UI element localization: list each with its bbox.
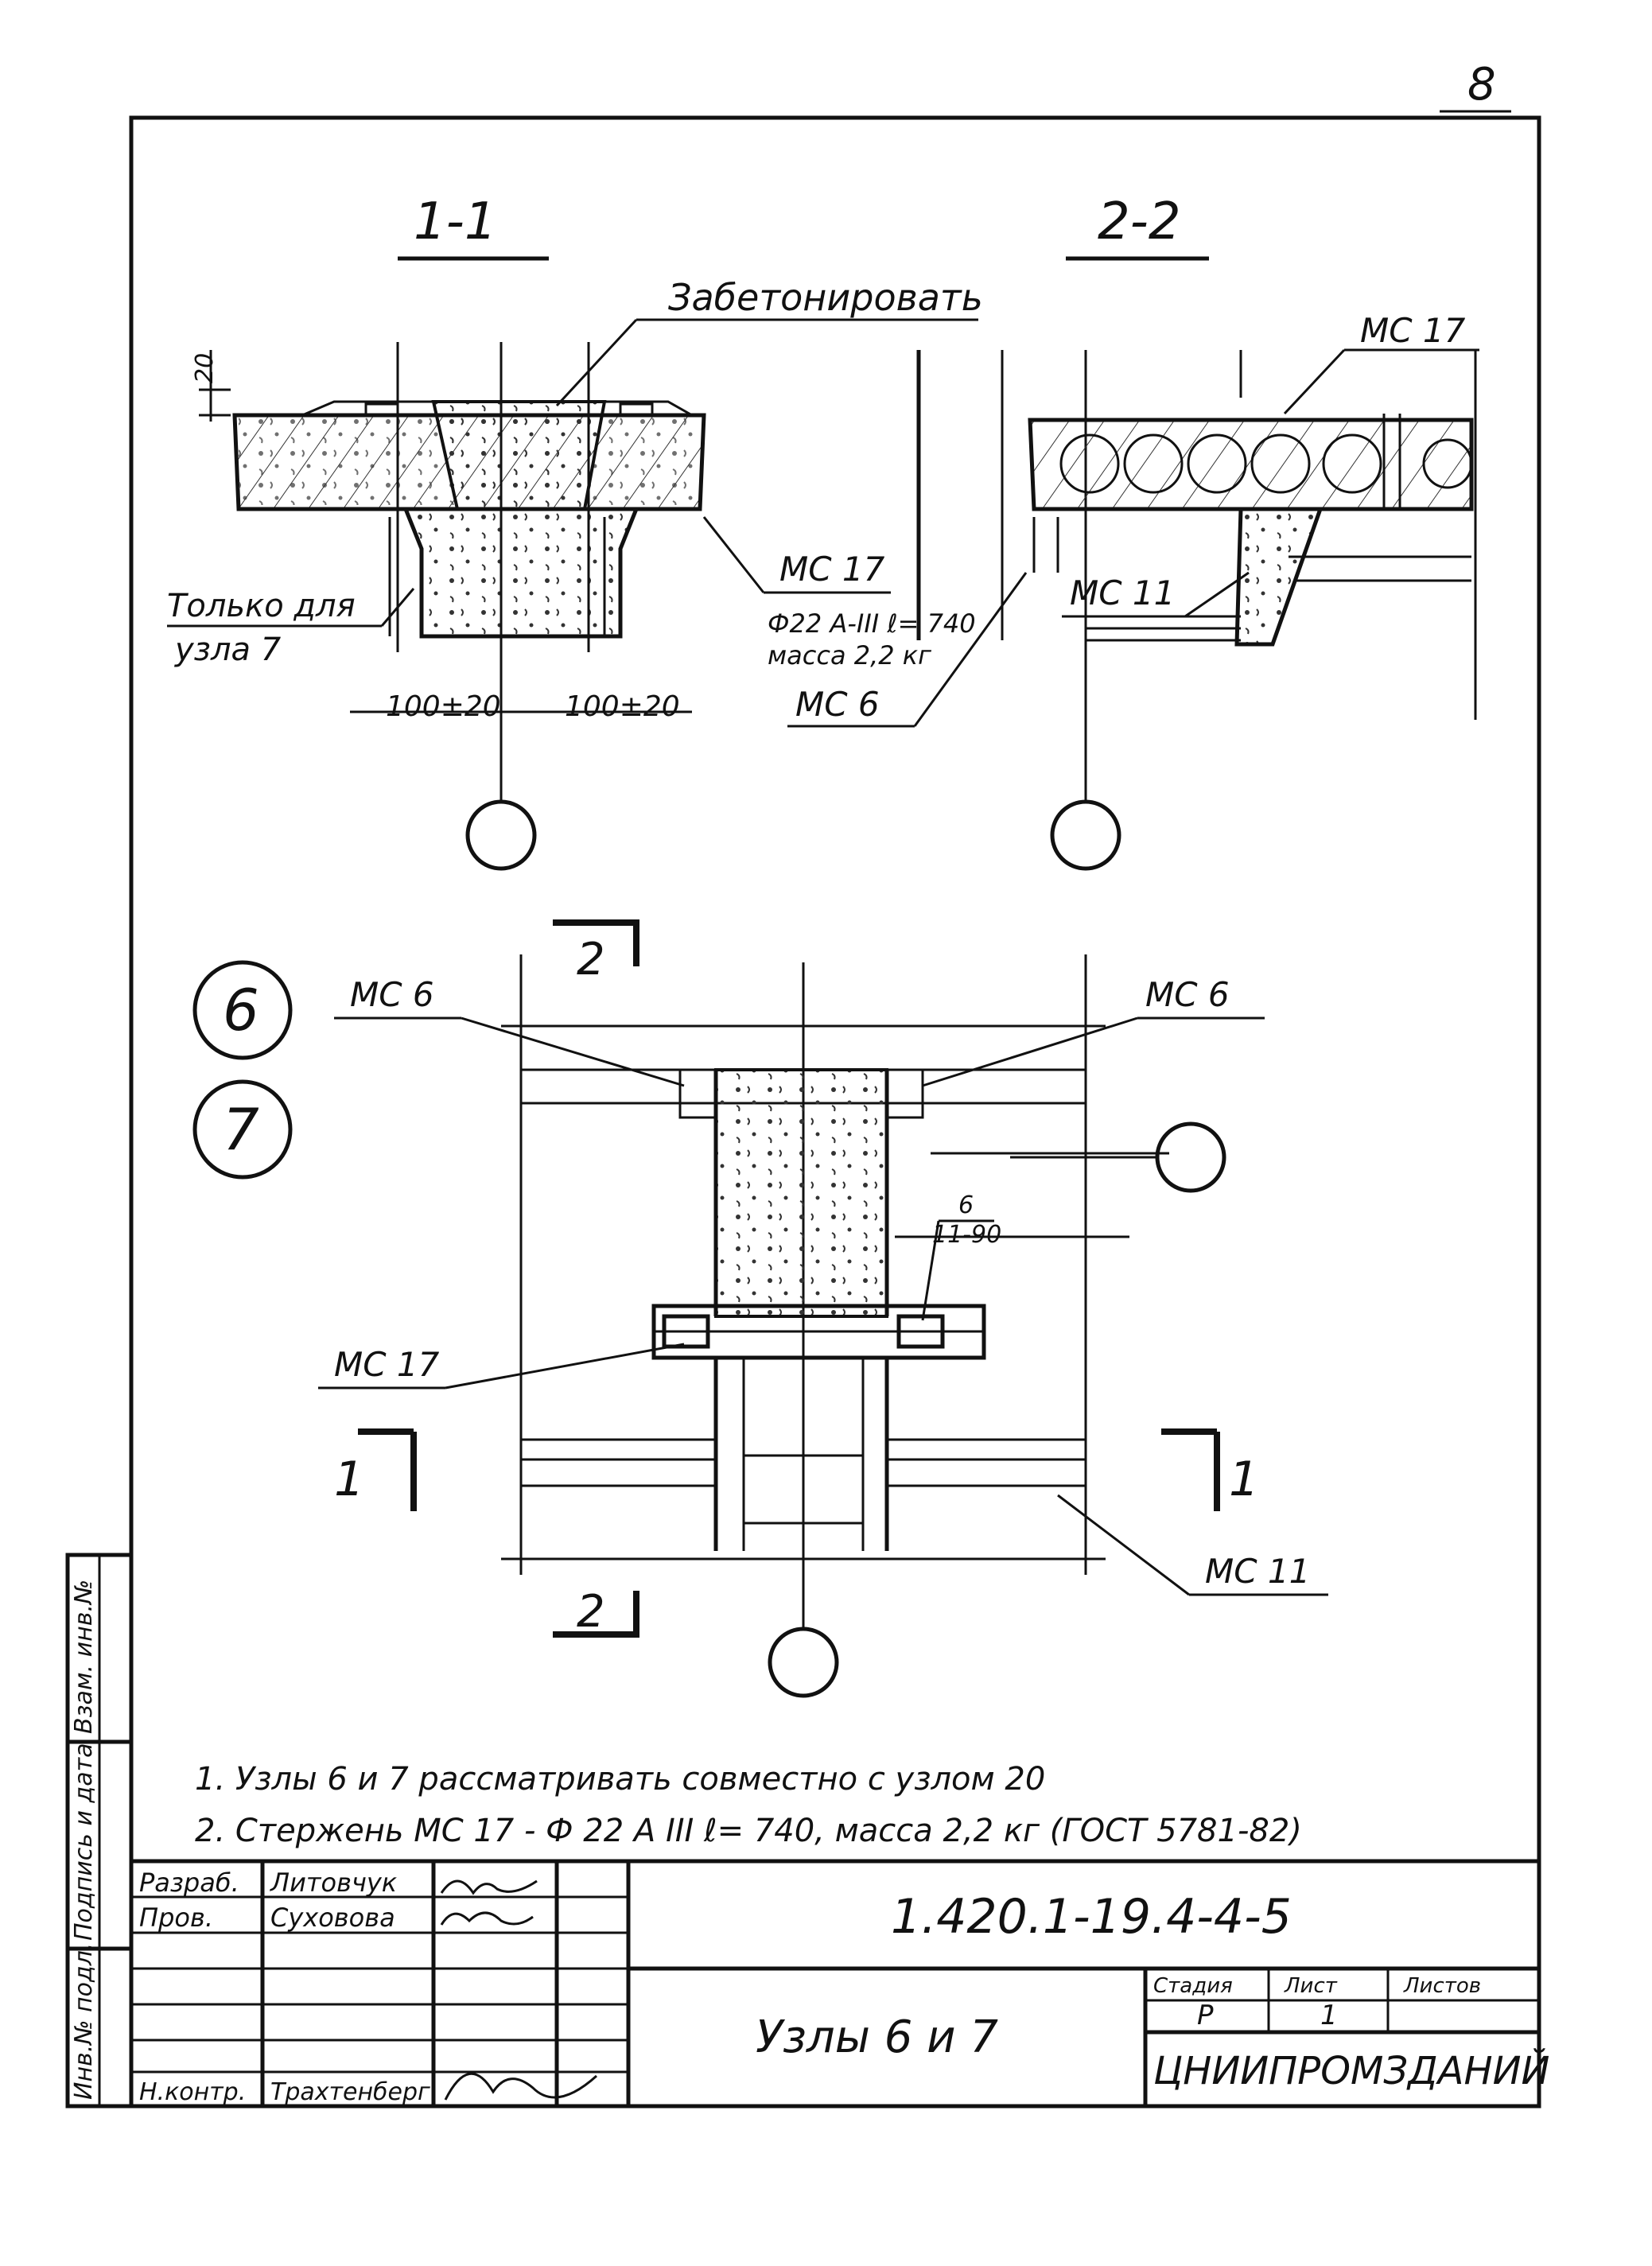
tb-role-1: Разраб. (139, 1868, 239, 1898)
cut-1-left: 1 (334, 1452, 364, 1507)
mc6-right-label: МС 6 (1145, 975, 1230, 1014)
bar-spec-label: Ф22 А-III ℓ= 740 (768, 608, 976, 639)
cut-2-bottom: 2 (577, 1586, 605, 1638)
mc17-label-2-2: МС 17 (1360, 311, 1466, 350)
cut-2-top: 2 (577, 934, 605, 985)
mc6-label-2-2: МС 6 (795, 685, 880, 724)
stage-value: Р (1197, 2000, 1214, 2031)
axis-bubble-plan-right (1155, 1121, 1226, 1193)
sheet-number: 8 (1467, 59, 1496, 111)
section-1-1: 1-1 Забетонировать 20 МС 17 Ф22 А-III ℓ=… (167, 192, 983, 871)
side-stamp-sign: Подпись и дата (70, 1743, 98, 1941)
tb-role-2: Пров. (139, 1903, 213, 1933)
side-stamp: Инв.№ подл. Подпись и дата Взам. инв.№ (65, 1553, 134, 2109)
tb-name-1: Литовчук (270, 1868, 398, 1898)
node-6-circle (192, 960, 293, 1060)
sheet-header: Лист (1284, 1974, 1338, 1998)
stage-header: Стадия (1153, 1974, 1233, 1998)
tb-nkontr-role: Н.контр. (139, 2078, 246, 2106)
node7-label: узла 7 (174, 632, 282, 668)
column-1-1 (402, 507, 639, 639)
axis-bubble-1-1 (465, 799, 537, 871)
dim-100-left: 100±20 (386, 690, 501, 723)
section-2-2: 2-2 МС 17 МС 11 МС 6 (787, 192, 1479, 871)
note-1: 1. Узлы 6 и 7 рассматривать совместно с … (195, 1761, 1045, 1798)
node-6-label: 6 (223, 977, 259, 1044)
side-stamp-vzam: Взам. инв.№ (70, 1580, 98, 1734)
frac-bottom: 11-90 (932, 1221, 1001, 1249)
signature-3 (444, 2072, 598, 2101)
tb-name-2: Суховова (270, 1903, 395, 1933)
org-name: ЦНИИПРОМЗДАНИЙ (1153, 2048, 1549, 2093)
only-for-label: Только для (167, 588, 356, 624)
sheet-value: 1 (1320, 2000, 1338, 2031)
axis-bubble-2-2 (1050, 799, 1121, 871)
signature-2 (440, 1911, 534, 1926)
frac-top: 6 (958, 1191, 974, 1219)
hollowcore-slab (1028, 418, 1474, 511)
tb-nkontr-name: Трахтенберг (270, 2078, 430, 2106)
mass-label: масса 2,2 кг (768, 640, 931, 670)
plan-view: 6 7 МС (192, 919, 1328, 1698)
section-2-2-title: 2-2 (1098, 192, 1181, 251)
mc6-left-label: МС 6 (350, 975, 434, 1014)
cut-1-right: 1 (1229, 1452, 1259, 1507)
note-2: 2. Стержень МС 17 - Ф 22 А III ℓ= 740, м… (195, 1813, 1302, 1849)
mc17-label-1-1: МС 17 (779, 550, 885, 589)
title-block: Разраб. Литовчук Пров. Суховова Н.контр.… (131, 1859, 1549, 2106)
node-7-circle (192, 1079, 293, 1180)
girder-2-2 (1234, 507, 1324, 647)
doc-code: 1.420.1-19.4-4-5 (891, 1889, 1292, 1945)
signature-1 (440, 1879, 538, 1895)
sheet-title: Узлы 6 и 7 (756, 2011, 998, 2063)
axis-bubble-plan-bottom (768, 1627, 839, 1698)
mc11-label-2-2: МС 11 (1070, 573, 1175, 612)
mc11-plan-label: МС 11 (1205, 1552, 1310, 1591)
node-7-label: 7 (223, 1096, 259, 1163)
side-stamp-inv: Инв.№ подл. (70, 1943, 98, 2100)
sheets-header: Листов (1403, 1974, 1481, 1998)
drawing-frame (129, 115, 1541, 2109)
zabetonirovat-label: Забетонировать (668, 276, 983, 319)
mc17-plan-label: МС 17 (334, 1345, 440, 1384)
section-1-1-title: 1-1 (414, 192, 497, 251)
dim-100-right: 100±20 (565, 690, 680, 723)
dim-20: 20 (191, 353, 219, 383)
